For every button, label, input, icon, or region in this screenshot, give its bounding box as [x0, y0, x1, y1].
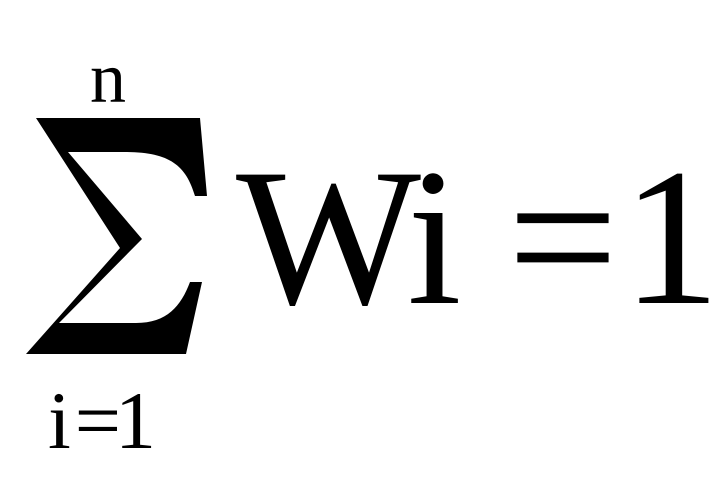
summation-sigma-icon — [26, 118, 207, 354]
lower-limit: i=1 — [48, 375, 156, 466]
upper-limit: n — [90, 38, 126, 118]
equals-sign: = — [507, 129, 619, 346]
lower-limit-variable: i — [48, 375, 71, 466]
summand: Wi — [236, 129, 462, 346]
equation-body: Wi=1 — [236, 140, 710, 336]
right-hand-side: 1 — [622, 129, 710, 346]
lower-limit-equals: = — [74, 375, 121, 466]
lower-limit-value: 1 — [115, 375, 156, 466]
